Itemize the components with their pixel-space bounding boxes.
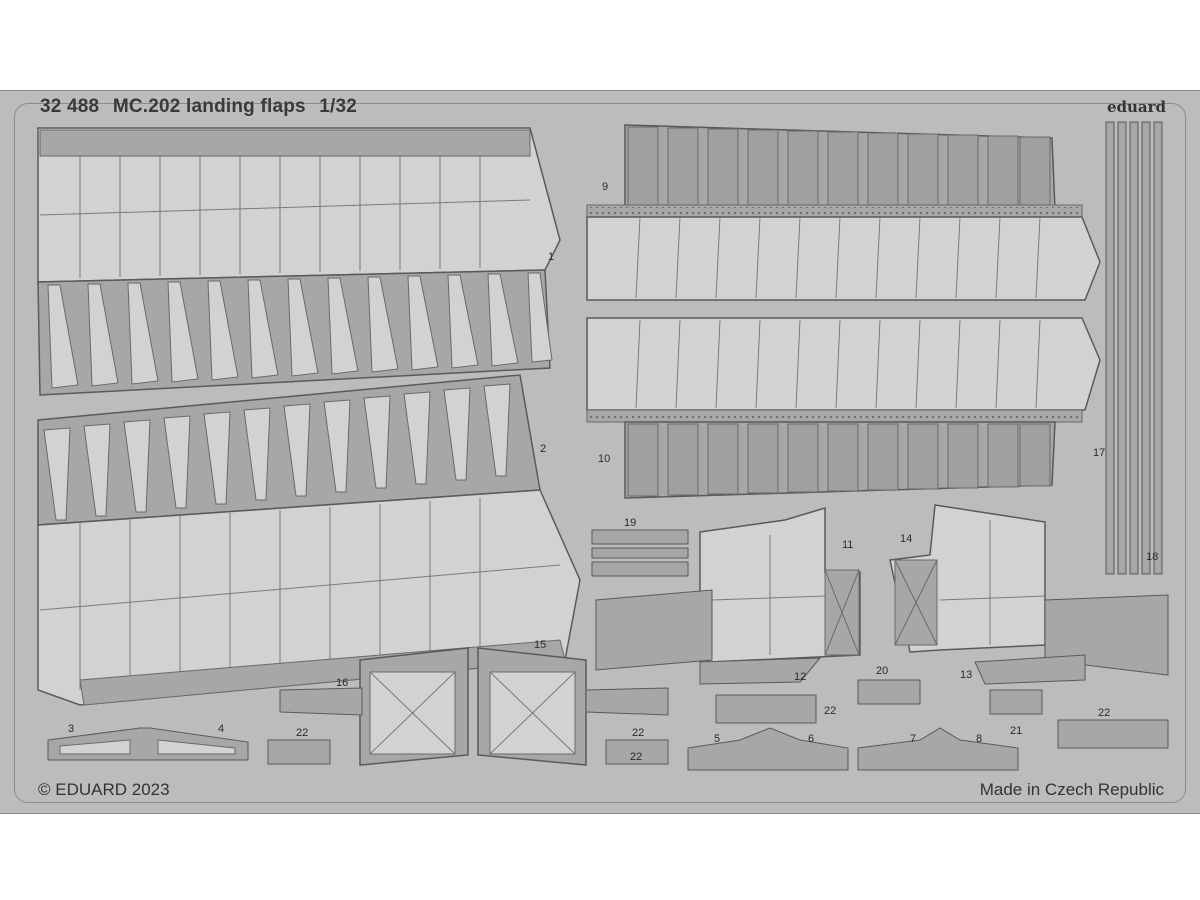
part-17-18-strips: [1105, 121, 1163, 575]
part-label: 14: [900, 533, 912, 545]
sheet-scale: 1/32: [319, 96, 358, 117]
part-label: 8: [976, 733, 982, 745]
part-label: 9: [602, 181, 608, 193]
part-label: 22: [632, 727, 644, 739]
part-label: 13: [960, 669, 972, 681]
part-label: 22: [296, 727, 308, 739]
part-label: 18: [1146, 551, 1158, 563]
part-label: 7: [910, 733, 916, 745]
part-label: 22: [1098, 707, 1110, 719]
part-3-4: [47, 727, 249, 761]
part-label: 11: [842, 539, 853, 551]
part-label: 22: [630, 751, 642, 763]
sheet-code: 32 488: [40, 96, 100, 117]
part-15-16-bays: [279, 647, 669, 766]
part-10-right-lower-flap: [586, 317, 1101, 499]
origin-text: Made in Czech Republic: [979, 780, 1164, 799]
part-label: 20: [876, 665, 888, 677]
copyright-text: © EDUARD 2023: [38, 780, 170, 799]
part-label: 10: [598, 453, 610, 465]
part-label: 16: [336, 677, 348, 689]
part-5-6: [687, 727, 849, 771]
part-7-8: [857, 727, 1019, 771]
part-label: 12: [794, 671, 806, 683]
part-label: 5: [714, 733, 720, 745]
part-label: 19: [624, 517, 636, 529]
part-11-bay: [595, 506, 861, 685]
small-parts: [267, 679, 1169, 765]
part-label: 2: [540, 443, 546, 455]
part-label: 4: [218, 723, 224, 735]
sheet-title: 32 488 MC.202 landing flaps 1/32: [40, 96, 365, 118]
part-label: 1: [548, 251, 554, 263]
part-14-bay: [889, 504, 1169, 685]
part-label: 3: [68, 723, 74, 735]
part-label: 15: [534, 639, 546, 651]
part-label: 6: [808, 733, 814, 745]
part-19: [591, 529, 689, 577]
sheet-name: MC.202 landing flaps: [112, 96, 306, 117]
part-9-right-upper-flap: [586, 124, 1101, 301]
part-1-upper-flap: [37, 127, 561, 396]
part-labels: 1 2 3 4 5 6 7 8 9 10 11 12 13 14 15 16 1…: [68, 181, 1158, 763]
part-label: 21: [1010, 725, 1022, 737]
part-label: 17: [1093, 447, 1105, 459]
brand-logo: eduard: [1106, 98, 1166, 116]
fret-border: [14, 103, 1186, 803]
part-label: 22: [824, 705, 836, 717]
